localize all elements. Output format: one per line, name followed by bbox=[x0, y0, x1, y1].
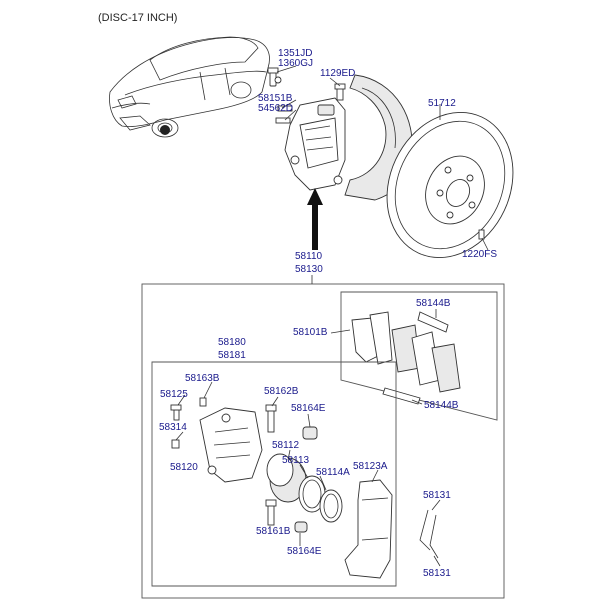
leader-lines-caliper bbox=[175, 381, 441, 567]
caliper-body-outline bbox=[151, 361, 397, 587]
caliper-body-icon bbox=[199, 407, 263, 483]
leader-lines-top bbox=[276, 65, 489, 251]
label-54562D[interactable]: 54562D bbox=[258, 103, 293, 114]
wear-indicator-58131-icon bbox=[419, 509, 439, 559]
label-58120[interactable]: 58120 bbox=[170, 462, 198, 473]
screw-1220FS-icon bbox=[478, 229, 485, 240]
label-58161B[interactable]: 58161B bbox=[256, 526, 291, 537]
label-1360GJ[interactable]: 1360GJ bbox=[278, 58, 313, 69]
pointer-arrow-icon bbox=[307, 188, 323, 250]
label-58131-top[interactable]: 58131 bbox=[423, 490, 451, 501]
label-58144B-bot[interactable]: 58144B bbox=[424, 400, 459, 411]
bolt-58163B-icon bbox=[199, 397, 207, 407]
label-1351JD[interactable]: 1351JD bbox=[278, 48, 312, 59]
piston-58112-icon bbox=[266, 453, 307, 503]
front-wheel-highlight-icon bbox=[160, 125, 170, 135]
boot-58164E-top-icon bbox=[302, 426, 318, 440]
cap-58314-icon bbox=[171, 439, 180, 449]
label-58151B[interactable]: 58151B bbox=[258, 93, 293, 104]
label-1220FS[interactable]: 1220FS bbox=[462, 249, 497, 260]
label-58162B[interactable]: 58162B bbox=[264, 386, 299, 397]
boot-58164E-bot-icon bbox=[294, 521, 308, 533]
label-1129ED[interactable]: 1129ED bbox=[320, 68, 355, 79]
guide-pin-58161B-icon bbox=[265, 499, 277, 526]
bleeder-58125-icon bbox=[170, 404, 182, 421]
carrier-58123A-icon bbox=[344, 479, 393, 579]
label-58110[interactable]: 58110 bbox=[295, 251, 323, 262]
bolt-1129ED-icon bbox=[334, 83, 346, 101]
diagram-title: (DISC-17 INCH) bbox=[98, 12, 178, 24]
label-58131-bot[interactable]: 58131 bbox=[423, 568, 451, 579]
piston-seal-58114A-icon bbox=[319, 489, 343, 523]
caliper-kit-outline bbox=[141, 283, 505, 599]
leader-lines-pads bbox=[330, 309, 437, 405]
guide-pin-58162B-icon bbox=[265, 404, 277, 433]
label-51712[interactable]: 51712 bbox=[428, 98, 456, 109]
label-58130[interactable]: 58130 bbox=[295, 264, 323, 275]
car-illustration bbox=[109, 36, 270, 138]
label-58144B-top[interactable]: 58144B bbox=[416, 298, 451, 309]
label-58164E-bot[interactable]: 58164E bbox=[287, 546, 322, 557]
caliper-assembly-icon bbox=[284, 97, 346, 191]
label-58125[interactable]: 58125 bbox=[160, 389, 188, 400]
washer-1360GJ-icon bbox=[274, 76, 282, 84]
brake-disc-icon bbox=[386, 112, 514, 258]
pad-kit-outline bbox=[340, 291, 498, 421]
label-58164E-top[interactable]: 58164E bbox=[291, 403, 326, 414]
label-58123A[interactable]: 58123A bbox=[353, 461, 388, 472]
label-58101B[interactable]: 58101B bbox=[293, 327, 328, 338]
label-58181[interactable]: 58181 bbox=[218, 350, 246, 361]
label-58314[interactable]: 58314 bbox=[159, 422, 187, 433]
label-58112[interactable]: 58112 bbox=[272, 440, 300, 451]
label-58113[interactable]: 58113 bbox=[282, 455, 310, 466]
brake-pads-icon bbox=[351, 311, 461, 405]
label-58114A[interactable]: 58114A bbox=[316, 467, 350, 478]
label-58180[interactable]: 58180 bbox=[218, 337, 246, 348]
label-58163B[interactable]: 58163B bbox=[185, 373, 220, 384]
